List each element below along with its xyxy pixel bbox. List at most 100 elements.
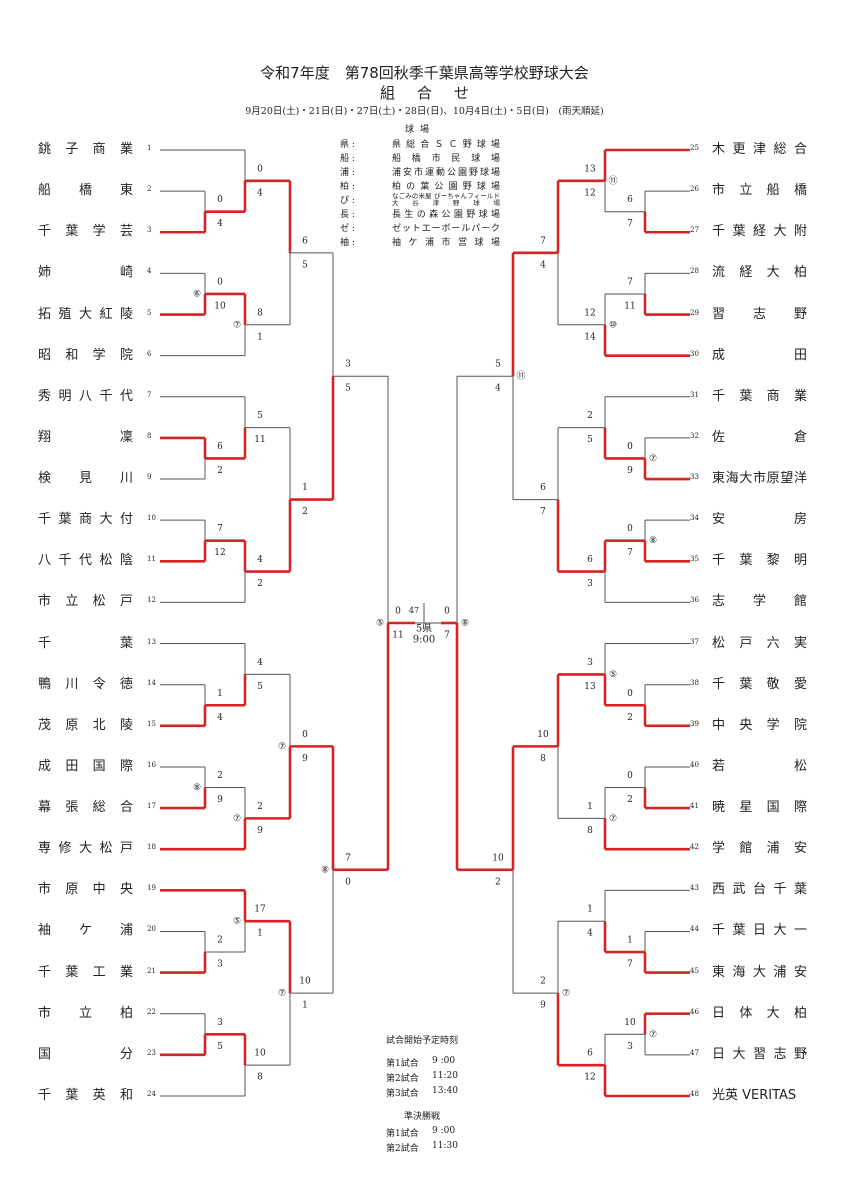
- score-top: 7: [627, 277, 633, 287]
- team-number: 1: [147, 144, 152, 152]
- score-bottom: 5: [345, 384, 351, 394]
- score-top: 8: [257, 308, 263, 318]
- score-bottom: 8: [257, 1073, 263, 1083]
- score-bottom: 5: [587, 435, 593, 445]
- page-title: 令和7年度 第78回秋季千葉県高等学校野球大会: [260, 64, 589, 82]
- score-bottom: 9: [257, 826, 263, 836]
- team-name: 志学館: [712, 594, 807, 610]
- score-top: 2: [217, 771, 223, 781]
- team-number: 28: [690, 267, 699, 276]
- venue-name: 柏の葉公園野球場: [392, 182, 500, 192]
- venue-code: ゼ :: [340, 224, 355, 234]
- score-bottom: 10: [214, 301, 226, 311]
- score-bottom: 3: [587, 579, 593, 589]
- match-number-mark: ⑦: [649, 1030, 657, 1040]
- score-top: 5: [257, 411, 263, 421]
- team-name: 専修大松戸: [38, 841, 133, 857]
- team-name: 鴨川令徳: [38, 676, 133, 692]
- game-1-time: 9 :00: [432, 1056, 456, 1066]
- team-name: 市原中央: [38, 882, 133, 898]
- score-top: 2: [257, 802, 263, 812]
- team-number: 17: [147, 802, 156, 811]
- score-top: 7: [345, 853, 351, 863]
- score-bottom: 8: [540, 754, 546, 764]
- team-name: 千葉: [38, 635, 133, 651]
- team-name: 検見川: [38, 471, 133, 487]
- page-subtitle: 組合せ: [379, 84, 491, 102]
- team-name: 木更津総合: [712, 142, 807, 157]
- score-top: 0: [627, 442, 633, 452]
- team-number: 29: [690, 308, 699, 317]
- score-top: 0: [395, 606, 401, 616]
- team-number: 3: [147, 226, 152, 235]
- team-number: 48: [690, 1089, 699, 1098]
- match-number-mark: ⑦: [278, 989, 286, 999]
- team-name: 光英 VERITAS: [712, 1087, 797, 1103]
- team-number: 36: [690, 596, 699, 605]
- score-top: 17: [254, 905, 266, 915]
- team-number: 26: [690, 185, 699, 194]
- semi-1-time: 9 :00: [432, 1126, 456, 1136]
- match-number-mark: ⑩: [609, 320, 617, 330]
- team-name: 松戸六実: [712, 635, 807, 651]
- score-top: 10: [299, 977, 311, 987]
- team-number: 16: [147, 760, 156, 769]
- match-number-mark: ⑦: [233, 814, 241, 824]
- team-name: 市立柏: [38, 1005, 133, 1021]
- team-name: 銚子商業: [38, 142, 133, 157]
- venue-name: 船橋市民球場: [392, 154, 500, 164]
- team-number: 43: [690, 884, 699, 893]
- score-bottom: 11: [624, 301, 635, 311]
- team-name: 東海大浦安: [712, 964, 807, 980]
- team-name: 千葉黎明: [712, 553, 807, 569]
- score-top: 10: [254, 1049, 266, 1059]
- team-name: 流経大柏: [712, 265, 807, 281]
- score-top: 6: [627, 195, 633, 205]
- score-top: 1: [587, 905, 593, 915]
- match-number-mark: ⑪: [516, 371, 525, 382]
- score-bottom: 1: [302, 1001, 308, 1011]
- score-bottom: 12: [584, 1073, 595, 1083]
- team-number: 19: [147, 884, 156, 893]
- match-number-mark: ⑧: [193, 783, 201, 793]
- score-top: 0: [257, 164, 263, 174]
- score-bottom: 4: [587, 929, 593, 939]
- team-name: 船橋東: [38, 183, 133, 199]
- team-name: 千葉商大付: [38, 512, 133, 528]
- team-name: 千葉商業: [712, 388, 807, 404]
- score-bottom: 12: [584, 188, 595, 198]
- team-number: 44: [690, 925, 699, 934]
- team-name: 日体大柏: [712, 1005, 807, 1021]
- team-name: 秀明八千代: [38, 388, 133, 404]
- team-number: 37: [690, 637, 699, 646]
- score-bottom: 3: [627, 1042, 633, 1052]
- score-bottom: 9: [217, 795, 223, 805]
- team-number: 42: [690, 843, 699, 852]
- team-number: 14: [147, 678, 156, 687]
- venue-row: ぴ :なごみの米屋 ぴーちゃんフィールド大谷津野球場: [340, 193, 510, 207]
- match-number-mark: ⑦: [649, 454, 657, 464]
- team-number: 15: [147, 719, 156, 728]
- team-number: 5: [147, 308, 152, 317]
- venue-heading: 球場: [404, 125, 435, 135]
- team-number: 39: [690, 719, 699, 728]
- team-name: 東海大市原望洋: [712, 471, 807, 487]
- team-name: 若松: [712, 758, 807, 774]
- score-bottom: 9: [540, 1001, 546, 1011]
- score-bottom: 11: [392, 630, 403, 640]
- tournament-dates: 9月20日(土)・21日(日)・27日(土)・28日(日)、10月4日(土)・5…: [245, 106, 604, 117]
- team-number: 8: [147, 431, 152, 440]
- team-number: 31: [690, 390, 699, 399]
- score-top: 0: [444, 606, 450, 616]
- score-bottom: 4: [540, 260, 546, 270]
- venue-row: 県 :県総合ＳＣ野球場: [340, 137, 510, 151]
- team-number: 21: [147, 966, 156, 975]
- team-number: 46: [690, 1007, 699, 1016]
- score-bottom: 8: [587, 826, 593, 836]
- match-number-mark: ⑦: [233, 320, 241, 330]
- score-top: 6: [540, 483, 546, 493]
- team-name: 八千代松陰: [38, 553, 133, 569]
- schedule-heading: 試合開始予定時刻: [386, 1036, 459, 1046]
- score-top: 0: [302, 730, 308, 740]
- score-top: 5: [495, 360, 501, 370]
